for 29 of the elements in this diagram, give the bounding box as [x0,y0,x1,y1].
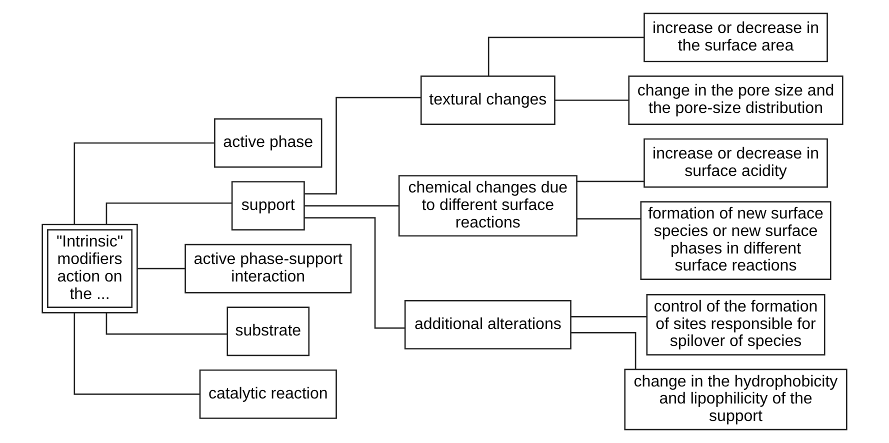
connector [304,205,399,206]
node-box: change in the hydrophobicity and lipophilicity of the support [624,368,848,430]
node-box: chemical changes due to different surface reactions [398,175,578,237]
node-box: active phase [214,118,322,168]
node-box: increase or decrease in surface acidity [644,138,828,188]
node-box: change in the pore size and the pore-size distribution [628,76,844,125]
node-box: formation of new surface species or new surface phases in different surface reactions [640,201,832,280]
connector [570,332,636,370]
connector [304,96,421,194]
node-box: increase or decrease in the surface area [644,12,828,62]
connector [74,142,215,224]
node-box: textural changes [420,76,556,125]
connector [555,100,628,101]
node-box: substrate [226,306,310,356]
node-box: catalytic reaction [199,369,337,419]
node-box: additional alterations [404,300,572,350]
node-box: active phase-support interaction [184,244,352,294]
connector [74,312,200,395]
connector [106,313,228,335]
connector [577,218,641,220]
connector [488,36,644,76]
connector [138,268,186,270]
connector [304,217,405,329]
connector [106,202,232,224]
connector [570,316,647,318]
node-box: support [231,181,305,231]
node-box: "Intrinsic" modifiers action on the ... [42,224,138,314]
connector [577,180,644,182]
node-box: control of the formation of sites responsible for spilover of species [646,294,826,356]
